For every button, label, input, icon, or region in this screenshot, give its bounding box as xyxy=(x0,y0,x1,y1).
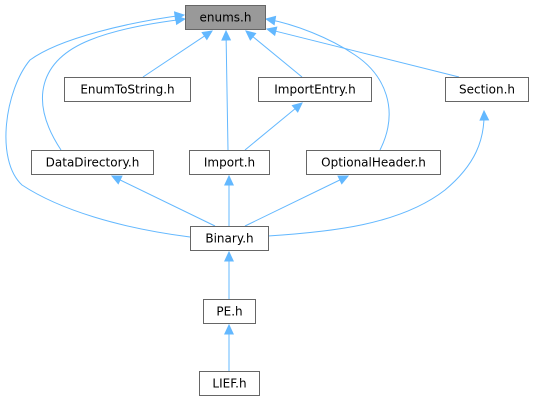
edge-arrowhead xyxy=(224,174,234,186)
node-label: Section.h xyxy=(459,83,515,97)
edge-section-to-enums xyxy=(265,26,460,78)
edge-line xyxy=(251,35,303,78)
edge-arrowhead xyxy=(337,175,350,185)
edge-arrowhead xyxy=(265,26,278,37)
node-datadirectory[interactable]: DataDirectory.h xyxy=(31,150,154,175)
edge-arrowhead xyxy=(173,11,186,22)
node-label: Import.h xyxy=(204,156,255,170)
edge-pe-to-binary xyxy=(224,250,234,299)
edge-line xyxy=(225,38,229,151)
node-box[interactable] xyxy=(185,5,266,30)
node-label: PE.h xyxy=(216,305,242,319)
node-importentry[interactable]: ImportEntry.h xyxy=(258,77,372,102)
node-box[interactable] xyxy=(306,150,441,175)
edge-line xyxy=(265,18,390,151)
node-label: OptionalHeader.h xyxy=(321,156,426,170)
node-label: Binary.h xyxy=(205,232,253,246)
edge-binary-to-datadirectory xyxy=(110,175,216,227)
node-binary[interactable]: Binary.h xyxy=(190,226,269,251)
edge-enumtostring-to-enums xyxy=(142,30,213,78)
node-section[interactable]: Section.h xyxy=(445,77,529,102)
edge-line xyxy=(274,30,460,78)
edge-binary-to-section xyxy=(267,109,490,237)
edge-importentry-to-enums xyxy=(245,30,303,78)
edges-layer xyxy=(5,11,490,371)
node-box[interactable] xyxy=(64,77,191,102)
node-label: LIEF.h xyxy=(212,377,246,391)
edge-arrowhead xyxy=(479,109,490,121)
edge-arrowhead xyxy=(201,30,213,41)
edge-import-to-importentry xyxy=(244,102,303,151)
node-box[interactable] xyxy=(258,77,372,102)
node-optionalheader[interactable]: OptionalHeader.h xyxy=(306,150,441,175)
edge-binary-to-import xyxy=(224,174,234,226)
edge-arrowhead xyxy=(221,29,232,41)
edge-line xyxy=(142,35,206,78)
node-box[interactable] xyxy=(189,150,270,175)
edge-line xyxy=(244,179,342,227)
node-box[interactable] xyxy=(445,77,529,102)
node-lief[interactable]: LIEF.h xyxy=(199,371,260,396)
node-label: EnumToString.h xyxy=(80,83,174,97)
node-label: enums.h xyxy=(200,11,252,25)
node-box[interactable] xyxy=(199,371,260,396)
edge-line xyxy=(118,179,216,227)
edge-lief-to-pe xyxy=(224,323,234,371)
node-pe[interactable]: PE.h xyxy=(203,299,256,324)
edge-line xyxy=(244,107,297,151)
node-box[interactable] xyxy=(190,226,269,251)
edge-line xyxy=(267,110,485,237)
node-box[interactable] xyxy=(31,150,154,175)
node-enums[interactable]: enums.h xyxy=(185,5,266,30)
edge-arrowhead xyxy=(224,323,234,335)
edge-arrowhead xyxy=(291,102,303,113)
edge-arrowhead xyxy=(264,15,277,26)
edge-arrowhead xyxy=(110,175,123,185)
edge-binary-to-enums xyxy=(5,11,191,238)
node-label: DataDirectory.h xyxy=(46,156,140,170)
node-import[interactable]: Import.h xyxy=(189,150,270,175)
node-label: ImportEntry.h xyxy=(274,83,355,97)
node-box[interactable] xyxy=(203,299,256,324)
edge-optionalheader-to-enums xyxy=(264,15,390,151)
edge-arrowhead xyxy=(245,30,257,41)
node-enumtostring[interactable]: EnumToString.h xyxy=(64,77,191,102)
edge-binary-to-optionalheader xyxy=(244,175,350,227)
edge-import-to-enums xyxy=(221,29,232,151)
edge-line xyxy=(5,14,191,238)
edge-arrowhead xyxy=(224,250,234,262)
edge-line xyxy=(41,18,186,151)
